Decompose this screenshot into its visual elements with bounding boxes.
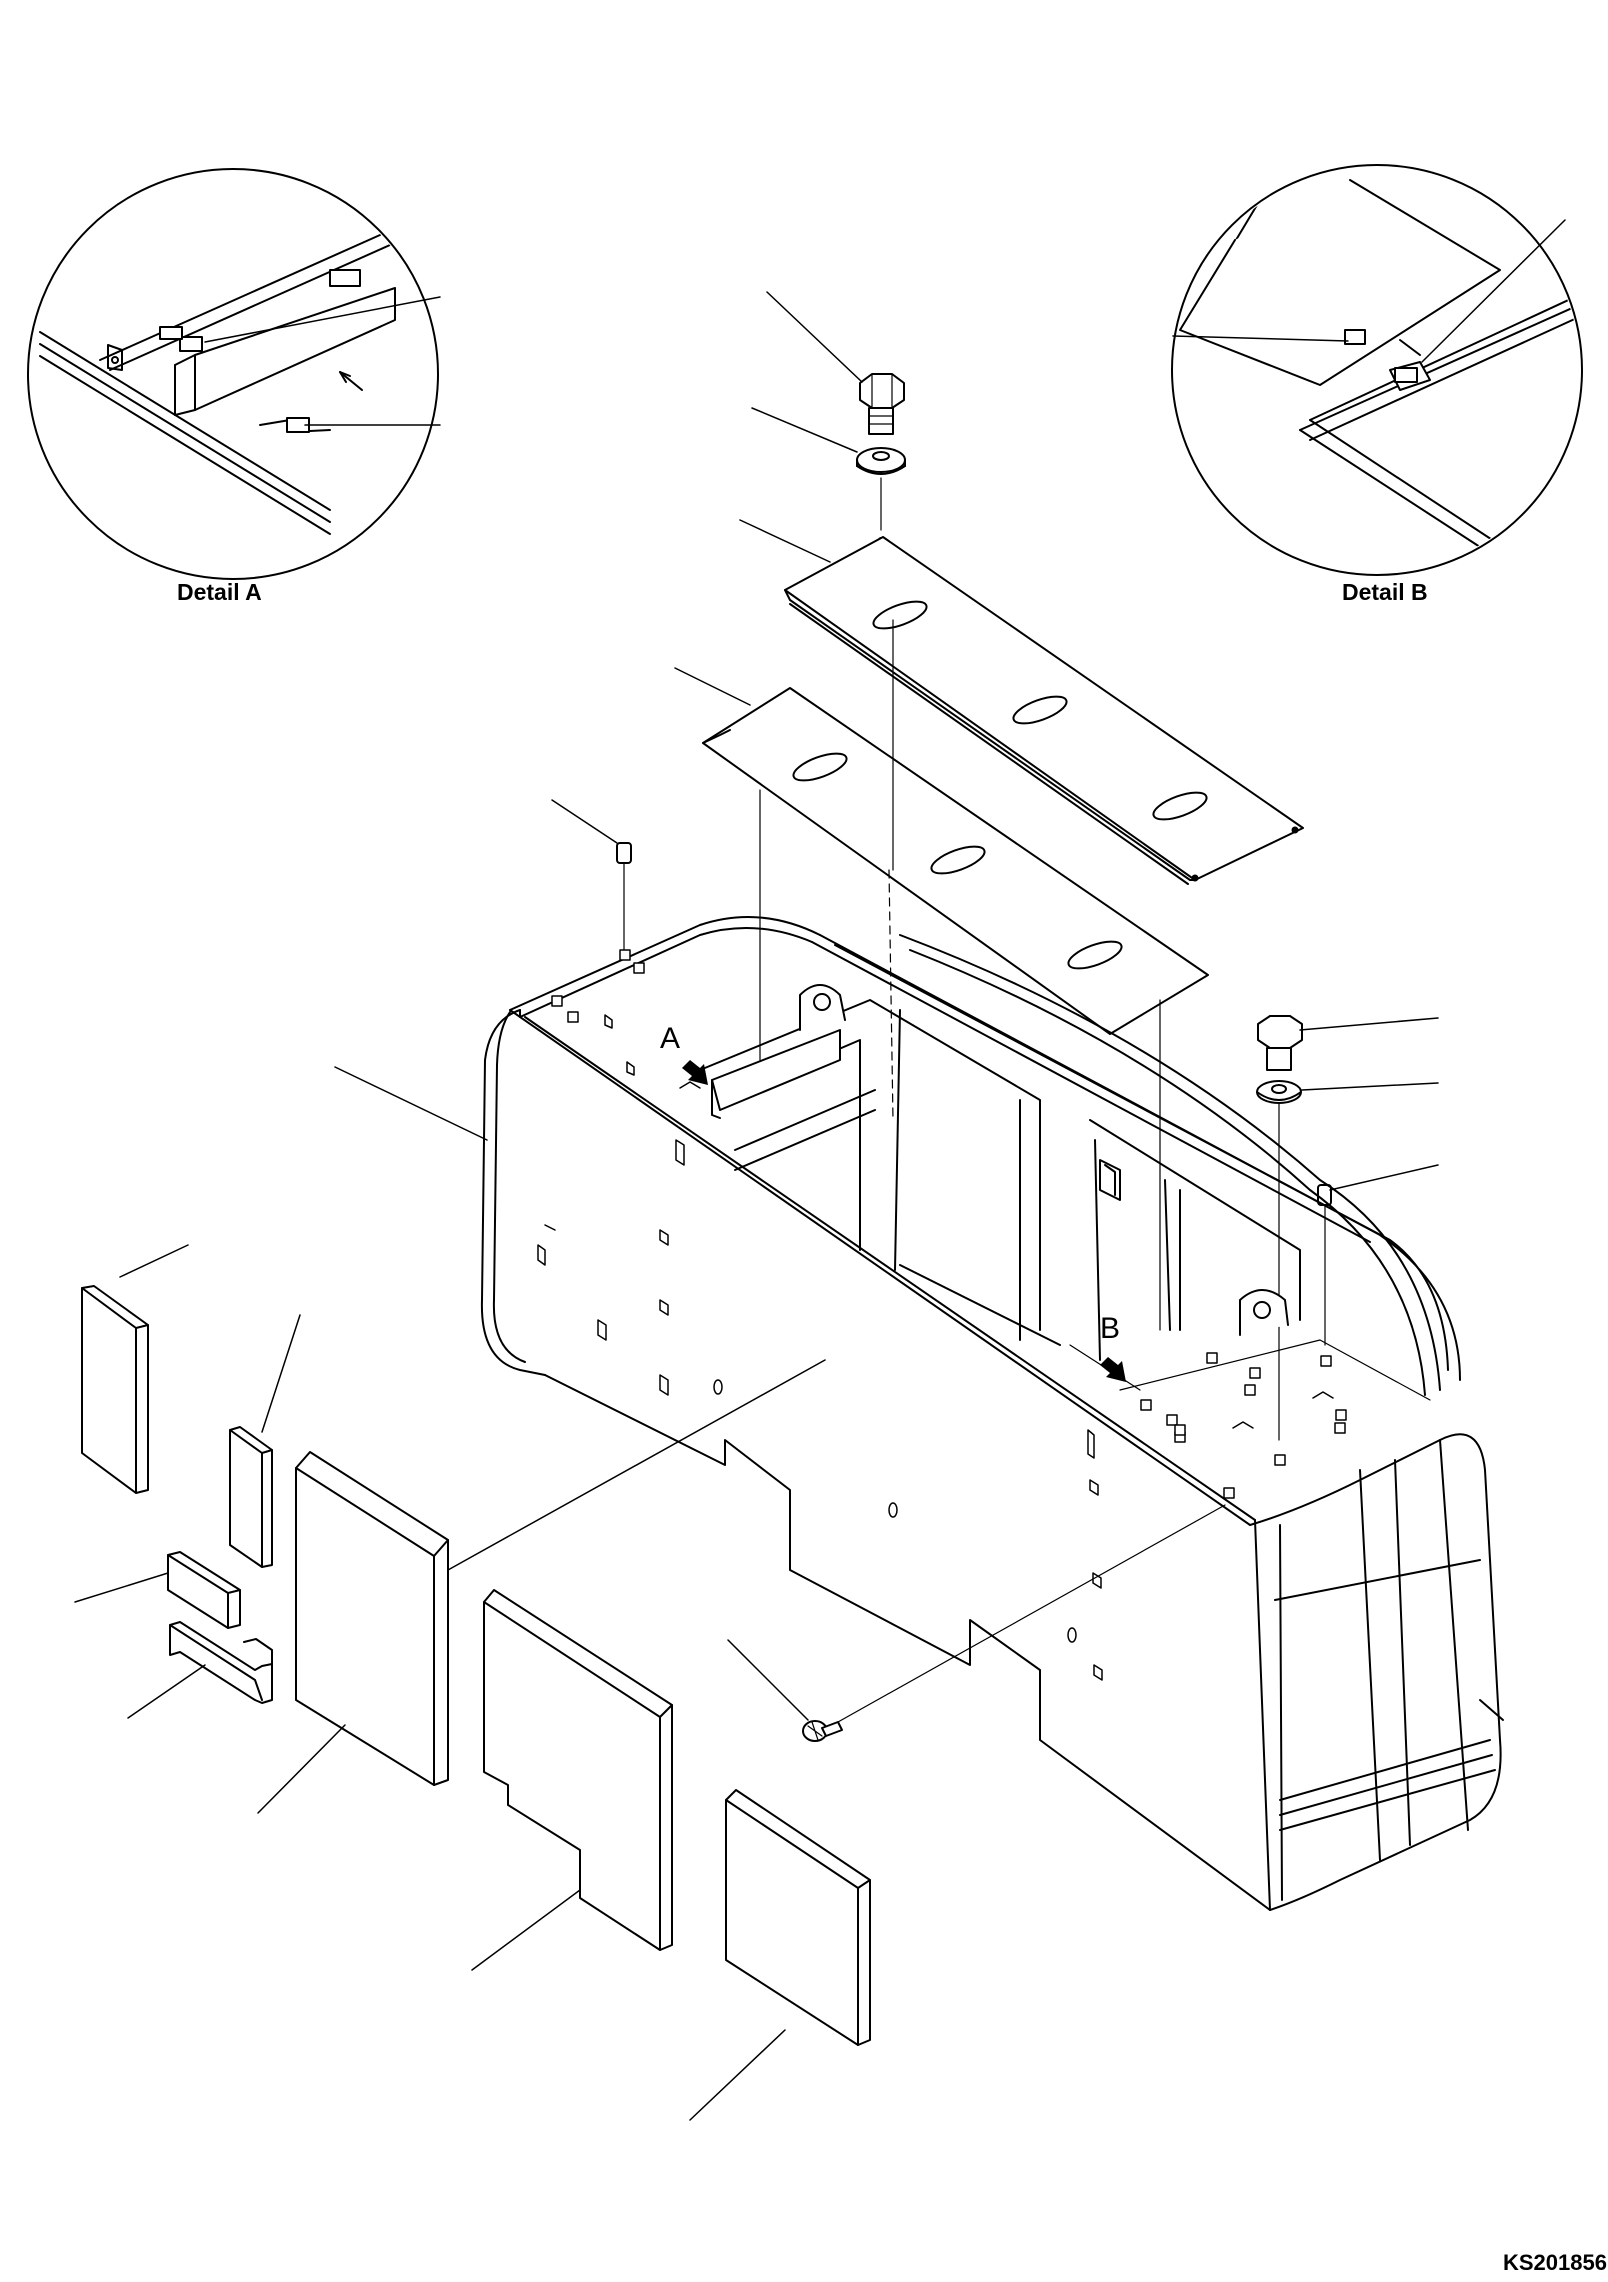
- right-hardware: [1256, 1015, 1439, 1441]
- detail-a-title: Detail A: [177, 579, 262, 605]
- exploded-pads: [74, 1244, 871, 2121]
- main-counterweight-body: [480, 916, 1504, 1911]
- detail-b-title: Detail B: [1342, 579, 1428, 605]
- detail-a-view: [27, 168, 441, 580]
- small-cap-left: [551, 799, 632, 956]
- body-leader-line: [334, 1066, 488, 1141]
- callout-label-a: A: [660, 1022, 681, 1055]
- drawing-id: KS201856: [1503, 2250, 1607, 2275]
- callout-arrows: [682, 1060, 1126, 1382]
- callout-label-b: B: [1100, 1312, 1121, 1345]
- bottom-screw: [727, 1504, 1226, 1742]
- top-hardware: [674, 291, 1304, 1331]
- detail-b-view: [1171, 164, 1583, 576]
